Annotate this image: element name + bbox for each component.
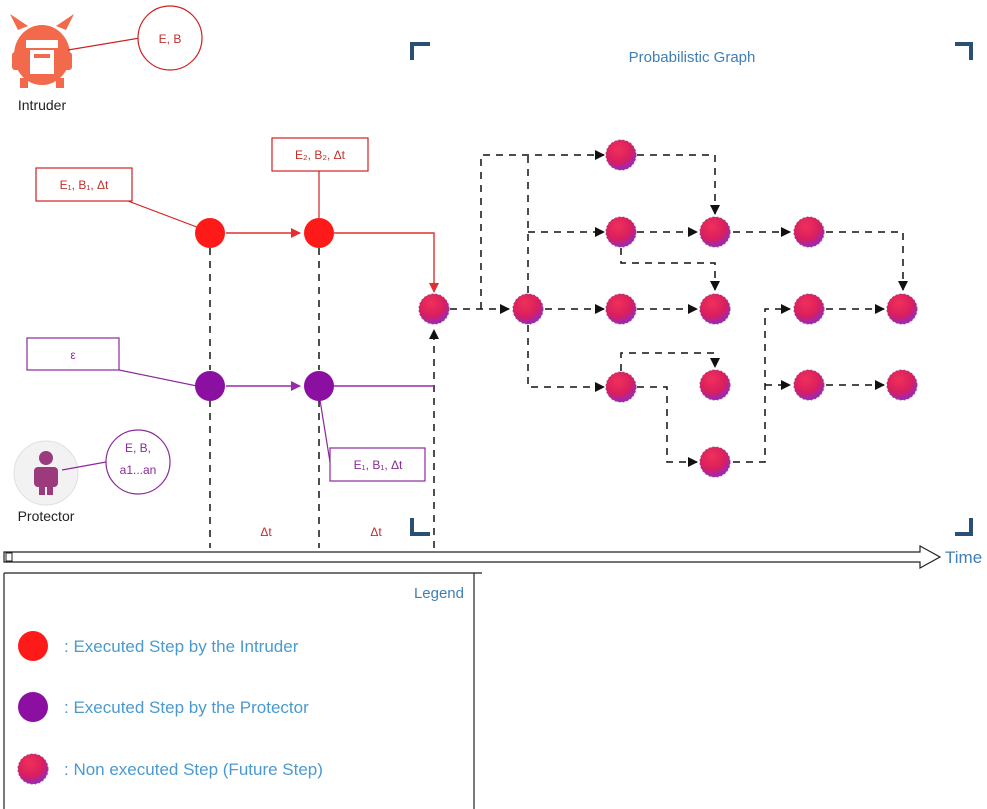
future-step-node xyxy=(699,293,731,325)
intruder-knowledge-text: E, B xyxy=(159,32,182,46)
future-edges xyxy=(450,150,908,467)
legend: Legend : Executed Step by the Intruder :… xyxy=(3,572,482,809)
person-icon xyxy=(34,451,58,495)
edge-r4c2-to-r4c3 xyxy=(620,352,720,371)
legend-future-swatch xyxy=(17,753,49,785)
time-guides xyxy=(209,248,439,548)
graph-frame xyxy=(410,42,973,536)
frame-corner-top-right xyxy=(955,42,973,60)
protector-knowledge-bubble xyxy=(105,429,171,495)
protector-step-node-1 xyxy=(195,371,225,401)
frame-corner-top-left xyxy=(410,42,430,60)
legend-protector-swatch xyxy=(18,692,48,722)
graph-title: Probabilistic Graph xyxy=(629,49,756,66)
protector-start-label: ε xyxy=(70,348,76,362)
future-step-node xyxy=(605,216,637,248)
intruder-step2-label: E₂, B₂, Δt xyxy=(295,148,346,162)
edge-merge-to-top xyxy=(480,150,605,309)
time-axis-arrow xyxy=(3,544,942,570)
intruder-path xyxy=(226,228,439,293)
intruder-actor: Intruder E, B xyxy=(10,5,203,113)
interval-label-2: Δt xyxy=(370,525,382,539)
future-step-node xyxy=(418,293,450,325)
protector-knowledge-line2: a1...an xyxy=(120,463,157,477)
edge-r2c2-to-r3c3 xyxy=(620,248,720,291)
intruder-knowledge-connector xyxy=(67,37,141,51)
legend-protector-label: : Executed Step by the Protector xyxy=(64,698,309,717)
protector-start-connector xyxy=(118,369,198,387)
future-step-node xyxy=(605,139,637,171)
protector-step-node-2 xyxy=(304,371,334,401)
edge-r4c2-to-low xyxy=(637,386,698,467)
intruder-step1-box: E₁, B₁, Δt xyxy=(35,167,133,202)
time-axis: Time xyxy=(3,544,982,570)
edge-hub-to-row4 xyxy=(527,325,605,392)
future-step-node xyxy=(605,293,637,325)
frame-corner-bottom-right xyxy=(955,518,973,536)
interval-label-1: Δt xyxy=(260,525,272,539)
future-step-node xyxy=(886,293,918,325)
legend-intruder-label: : Executed Step by the Intruder xyxy=(64,637,299,656)
legend-title: Legend xyxy=(414,585,464,602)
future-step-node xyxy=(886,369,918,401)
future-step-node xyxy=(793,293,825,325)
time-axis-label: Time xyxy=(945,548,982,567)
legend-intruder-swatch xyxy=(18,631,48,661)
intruder-label: Intruder xyxy=(18,97,67,113)
edge-r2c4-to-r3c5 xyxy=(826,231,908,291)
protector-start-box: ε xyxy=(26,337,120,371)
protector-actor: Protector E, B, a1...an xyxy=(13,429,171,524)
intruder-step2-box: E₂, B₂, Δt xyxy=(271,137,369,172)
protector-knowledge-line1: E, B, xyxy=(125,441,151,455)
intruder-knowledge-bubble xyxy=(137,5,203,71)
protector-step-box: E₁, B₁, Δt xyxy=(329,447,426,482)
intruder-steps xyxy=(195,218,334,248)
legend-future-label: : Non executed Step (Future Step) xyxy=(64,760,323,779)
intruder-step-node-1 xyxy=(195,218,225,248)
intruder-step-node-2 xyxy=(304,218,334,248)
protector-label: Protector xyxy=(18,508,75,524)
future-step-node xyxy=(699,216,731,248)
future-steps xyxy=(418,139,918,478)
monster-icon xyxy=(10,14,74,88)
time-axis-start-mark xyxy=(5,552,13,562)
future-step-node xyxy=(699,446,731,478)
protector-steps xyxy=(195,371,334,401)
future-step-node xyxy=(699,369,731,401)
frame-corner-bottom-left xyxy=(410,518,430,536)
protector-knowledge-connector xyxy=(61,461,107,471)
protector-step-label: E₁, B₁, Δt xyxy=(354,458,403,472)
intruder-edge-2 xyxy=(334,232,439,293)
future-step-node xyxy=(793,216,825,248)
future-step-node xyxy=(793,369,825,401)
future-step-node xyxy=(605,371,637,403)
protector-step-connector xyxy=(319,399,331,463)
intruder-step1-label: E₁, B₁, Δt xyxy=(60,178,109,192)
future-step-node xyxy=(512,293,544,325)
edge-top-to-r2c3 xyxy=(637,154,720,215)
